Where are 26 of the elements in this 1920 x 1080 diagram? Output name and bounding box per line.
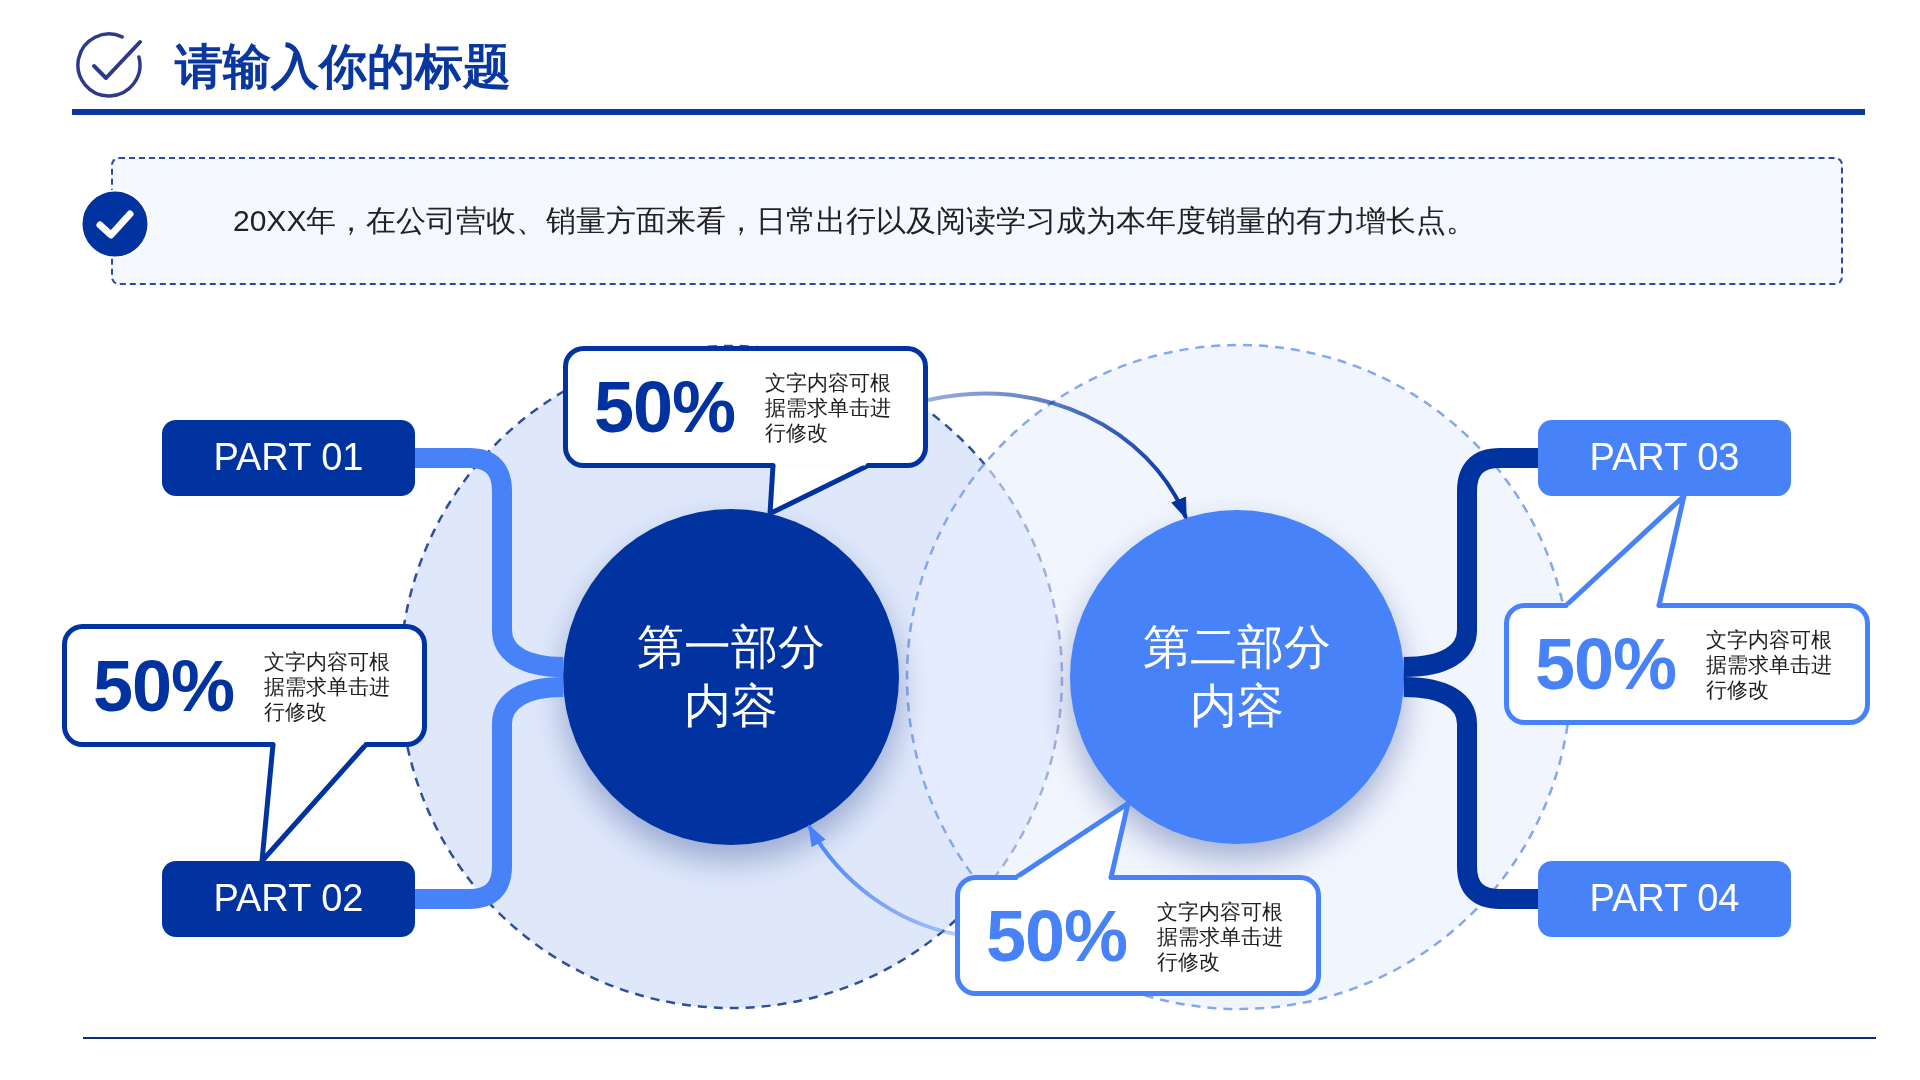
curved-arrow — [807, 824, 956, 936]
part-label: PART 01 — [213, 437, 364, 479]
part-tag — [162, 861, 415, 937]
percentage-value: 50% — [594, 371, 736, 443]
part-tag — [1538, 861, 1791, 937]
circle-title: 第一部分内容 — [636, 619, 826, 734]
part-tag — [162, 420, 415, 496]
part-label: PART 04 — [1589, 878, 1740, 920]
part-tag — [1538, 420, 1791, 496]
callout-pointer — [259, 742, 369, 864]
page-title: 请输入你的标题 — [175, 39, 511, 95]
percentage-value: 50% — [93, 649, 235, 722]
part-label: PART 02 — [213, 878, 364, 920]
percentage-value: 50% — [986, 899, 1128, 972]
summary-text: 20XX年，在公司营收、销量方面来看，日常出行以及阅读学习成为本年度销量的有力增长点。 — [233, 203, 1477, 239]
part-label: PART 03 — [1589, 437, 1740, 479]
description-text: 文字内容可根据需求单击进行修改 — [1706, 626, 1833, 702]
callout-pointer — [1563, 493, 1687, 608]
percentage-value: 50% — [1535, 628, 1677, 700]
description-text: 文字内容可根据需求单击进行修改 — [1157, 898, 1284, 973]
description-text: 文字内容可根据需求单击进行修改 — [765, 369, 892, 445]
summary-banner — [111, 157, 1843, 285]
callout-pointer — [767, 463, 871, 517]
callout-pointer — [1013, 801, 1131, 880]
circle-title: 第二部分内容 — [1142, 619, 1332, 734]
description-text: 文字内容可根据需求单击进行修改 — [264, 648, 391, 723]
